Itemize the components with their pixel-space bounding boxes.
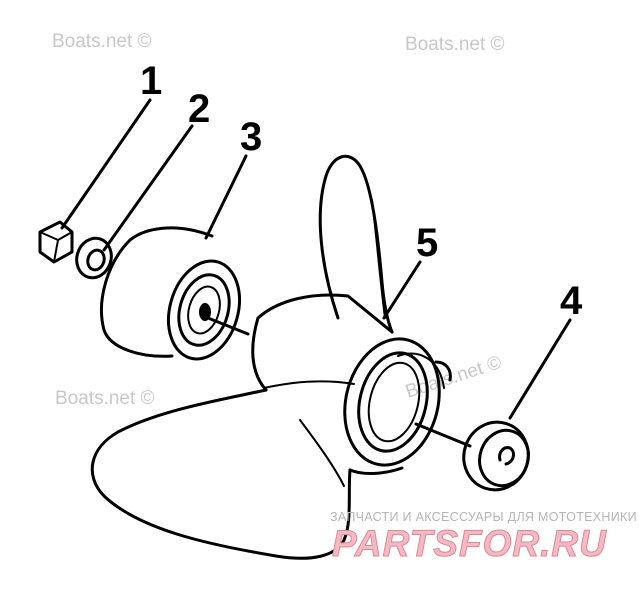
callout-5: 5 [416, 221, 438, 265]
propeller [90, 154, 452, 560]
watermark-top-right: Boats.net © [405, 34, 505, 55]
hub-kit [100, 226, 241, 361]
watermark-mid-left: Boats.net © [55, 388, 155, 409]
brand-tagline: ЗАПЧАСТИ И АКСЕССУАРЫ ДЛЯ МОТОТЕХНИКИ [330, 510, 637, 524]
callout-2: 2 [188, 87, 210, 131]
watermark-top-left: Boats.net © [52, 31, 152, 52]
callout-3: 3 [240, 115, 262, 159]
nut [38, 220, 74, 264]
leader-lines [60, 98, 572, 448]
callout-4: 4 [560, 279, 583, 323]
callout-1: 1 [140, 59, 162, 103]
brand-site: PARTSFOR.RU [332, 523, 607, 564]
thrust-washer [462, 420, 530, 492]
washer [75, 236, 113, 280]
